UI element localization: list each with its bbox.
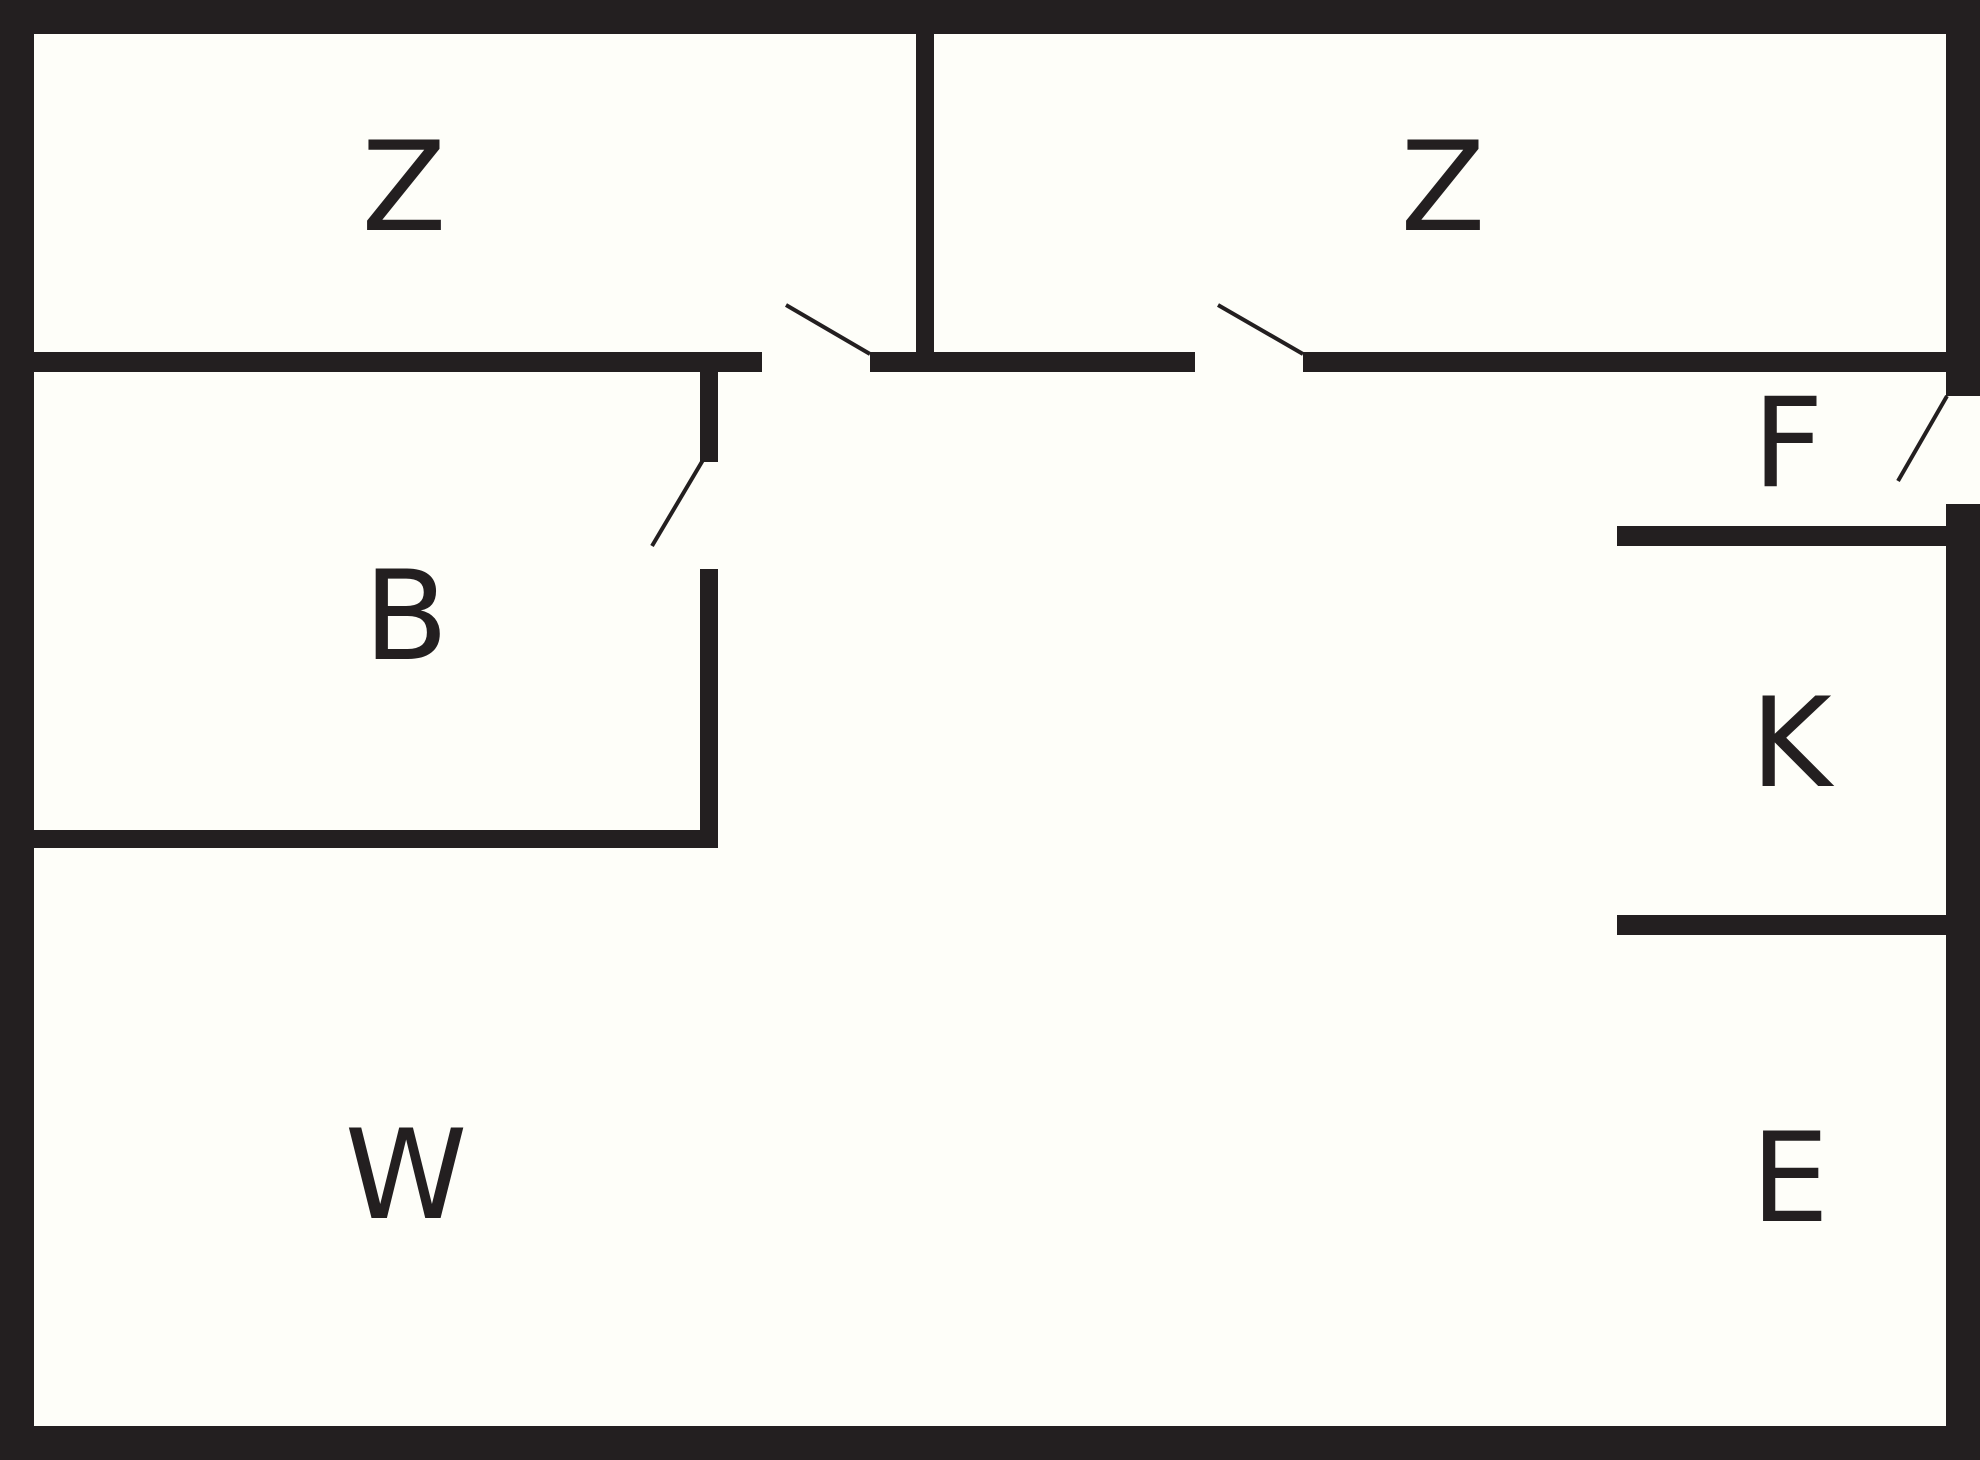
wall-b-right-lower bbox=[700, 569, 718, 848]
interior-walls bbox=[34, 34, 1946, 935]
outer-wall-bottom bbox=[0, 1426, 1980, 1460]
door-swing-b bbox=[650, 458, 705, 548]
room-label-z-left: Z bbox=[362, 116, 447, 260]
room-label-f: F bbox=[1752, 372, 1823, 516]
room-label-z-right: Z bbox=[1401, 116, 1486, 260]
wall-b-bottom bbox=[34, 830, 718, 848]
wall-between-z-rooms bbox=[916, 34, 934, 372]
outer-wall-left bbox=[0, 0, 34, 1460]
room-label-e: E bbox=[1751, 1107, 1829, 1251]
wall-f-k-divider bbox=[1617, 526, 1946, 546]
door-swings bbox=[650, 303, 1949, 548]
wall-k-e-divider bbox=[1617, 915, 1946, 935]
outer-wall-top bbox=[0, 0, 1980, 34]
wall-top-rooms-left bbox=[34, 352, 762, 372]
room-label-b: B bbox=[363, 545, 448, 689]
wall-top-rooms-right bbox=[1303, 352, 1946, 372]
outer-wall-right-upper bbox=[1946, 0, 1980, 396]
room-label-k: K bbox=[1750, 672, 1834, 816]
room-label-w: W bbox=[345, 1104, 468, 1248]
wall-b-right-upper bbox=[700, 372, 718, 462]
wall-top-rooms-middle bbox=[870, 352, 1195, 372]
room-labels: Z Z B F K W E bbox=[345, 116, 1835, 1251]
door-swing-f bbox=[1896, 395, 1949, 482]
door-swing-z-left bbox=[784, 303, 872, 356]
door-swing-z-right bbox=[1217, 303, 1304, 356]
outer-wall-right-lower bbox=[1946, 504, 1980, 1460]
